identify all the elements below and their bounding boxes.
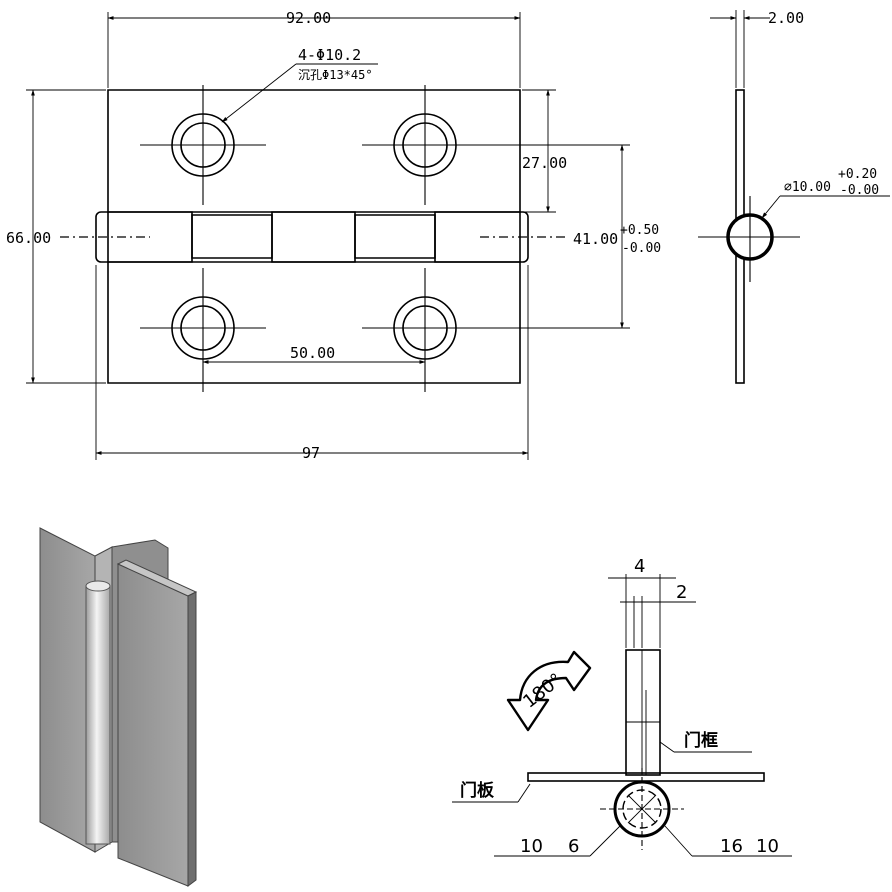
- upper-leaf: [107, 89, 521, 259]
- lower-leaf: [107, 214, 521, 384]
- label-door-frame: 门框: [684, 730, 718, 751]
- dim-width-with-pin: 97: [302, 444, 320, 462]
- install-dim-2: 2: [676, 582, 687, 603]
- dim-thickness: 2.00: [768, 9, 804, 27]
- front-view: 92.00 66.00 97 50.00 27.00 41.00 +0.50 -…: [6, 9, 661, 462]
- render-right-leaf: [117, 563, 189, 887]
- label-door-panel: 门板: [460, 780, 495, 801]
- install-dim-16: 16: [720, 836, 743, 857]
- hole-callout-count-dia: 4-Φ10.2: [298, 46, 361, 64]
- install-dim-10-left: 10: [520, 836, 543, 857]
- dim-knuckle-dia: ⌀10.00: [784, 180, 831, 195]
- install-dim-4: 4: [634, 556, 645, 577]
- dim-overall-width: 92.00: [286, 9, 331, 27]
- render-pin: [85, 585, 111, 845]
- installation-view: 4 2 180° 门框 门板 10 6 16 10: [452, 556, 792, 857]
- dim-hole-offset: 27.00: [522, 154, 567, 172]
- hinge-3d-render: [39, 527, 198, 887]
- hole-callout-countersink: 沉孔Φ13*45°: [298, 68, 373, 82]
- dim-height: 66.00: [6, 229, 51, 247]
- countersunk-hole-bottom-right: [362, 268, 488, 392]
- rotation-arrow-icon: [506, 650, 592, 732]
- dim-tol-upper: +0.50: [620, 223, 659, 238]
- dim-tol-lower: -0.00: [622, 241, 661, 256]
- dim-hole-spacing-vertical: 41.00: [573, 230, 618, 248]
- countersunk-hole-bottom-left: [140, 268, 266, 392]
- dim-hole-spacing-horizontal: 50.00: [290, 344, 335, 362]
- side-view: 2.00 ⌀10.00 +0.20 -0.00: [698, 9, 890, 384]
- frame-leaf: [625, 649, 661, 776]
- install-dim-6: 6: [568, 836, 579, 857]
- countersunk-hole-top-left: [140, 85, 266, 205]
- dim-knuckle-tol-lower: -0.00: [840, 183, 879, 198]
- dim-knuckle-tol-upper: +0.20: [838, 167, 877, 182]
- knuckle-band: [95, 211, 529, 263]
- install-dim-10-right: 10: [756, 836, 779, 857]
